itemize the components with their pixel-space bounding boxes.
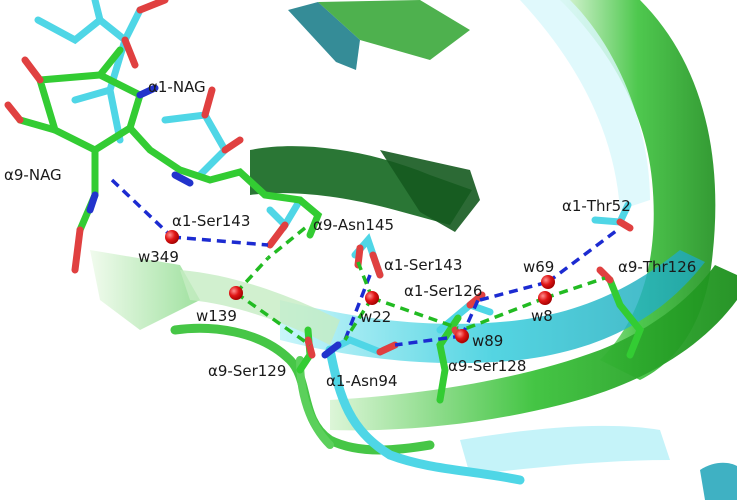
label-w69: w69 (523, 258, 554, 276)
alpha1-ser143-left-ox (266, 221, 289, 249)
water-w89 (455, 329, 469, 343)
sticks-alpha1 (34, 0, 634, 359)
alpha1-nag-ring-2 (161, 111, 230, 179)
hbond-a9-w22-asn94 (343, 297, 374, 341)
alpha9-thr126-stick (606, 276, 645, 359)
alpha9-ser129-ox (304, 336, 316, 359)
ribbon-lower-cyan (280, 250, 705, 364)
ribbon-left-faded-green (90, 250, 200, 330)
label-a9-ser129: α9-Ser129 (208, 362, 286, 380)
hbond-a1-w89-asn94 (394, 334, 463, 347)
alpha1-nag-ring-2-ox (201, 86, 244, 154)
ribbon-layer (90, 0, 737, 500)
hbond-a9-w22-ser128 (371, 296, 459, 330)
label-a1-ser143-mid: α1-Ser143 (384, 256, 462, 274)
label-w89: w89 (472, 332, 503, 350)
alpha9-nag-ox (4, 56, 84, 274)
label-a1-ser126: α1-Ser126 (404, 282, 482, 300)
label-w8: w8 (531, 307, 553, 325)
label-a9-ser128: α9-Ser128 (448, 357, 526, 375)
hbonds-alpha9 (234, 226, 606, 347)
hbond-a9-w139-ser129 (234, 291, 312, 347)
label-a1-asn94: α1-Asn94 (326, 372, 398, 390)
ribbon-bottom-right-cyan (700, 462, 737, 500)
alpha1-thr52-ox (616, 218, 634, 232)
alpha9-nag-ring (35, 71, 145, 155)
alpha1-nag-side (71, 0, 144, 104)
sticks-alpha9 (4, 46, 645, 404)
label-w349: w349 (138, 248, 179, 266)
hbond-a1-ser143-asn94 (343, 274, 372, 341)
alpha9-ser128-stick (436, 314, 462, 404)
labels: α1-NAG α9-NAG α1-Ser143 α9-Asn145 w349 w… (4, 78, 696, 390)
hbond-a1-w349-ser143 (171, 235, 269, 247)
label-a9-asn145: α9-Asn145 (313, 216, 394, 234)
ribbon-bottom-cyan (460, 425, 670, 475)
ribbon-top-green (318, 0, 470, 60)
hbond-a9-w139-ser (234, 256, 270, 295)
alpha1-nag-ring (34, 15, 130, 144)
ribbon-lower-green (330, 265, 737, 431)
label-w139: w139 (196, 307, 237, 325)
alpha9-asn145-stick (261, 191, 323, 239)
water-w349 (165, 230, 179, 244)
alpha9-nag-link (126, 124, 269, 199)
alpha1-ser126-ox (466, 291, 486, 309)
label-w22: w22 (360, 308, 391, 326)
label-a1-ser143-left: α1-Ser143 (172, 212, 250, 230)
ribbon-left-faded-green-2 (180, 270, 340, 345)
alpha9-thr126-ox (596, 266, 614, 284)
waters (165, 230, 555, 343)
hbond-a1-w69-thr52 (546, 226, 622, 284)
water-w22 (365, 291, 379, 305)
water-w139 (229, 286, 243, 300)
label-a9-thr126: α9-Thr126 (618, 258, 696, 276)
alpha9-nag-n (86, 84, 159, 214)
ribbon-top-cyan (288, 2, 360, 70)
label-a1-nag: α1-NAG (148, 78, 206, 96)
alpha1-ser143-left-stick (266, 196, 304, 231)
hbond-a1-nag-w349 (110, 178, 174, 239)
label-a1-thr52: α1-Thr52 (562, 197, 631, 215)
alpha1-asn94-ox (376, 341, 399, 356)
water-w69 (541, 275, 555, 289)
hbond-a9-asn145-ser143 (266, 226, 307, 260)
ribbon-middle-dark-arrow (380, 150, 480, 232)
ribbon-right-cyan-arc (520, 0, 650, 210)
alpha9-nag-link-n (171, 171, 194, 187)
hbond-a1-ser126-w69 (479, 280, 549, 302)
coil-cyan-lower (325, 345, 525, 485)
water-w8 (538, 291, 552, 305)
alpha1-asn94-n (321, 341, 342, 359)
hbond-a9-w8-thr126 (544, 276, 606, 300)
label-a9-nag: α9-NAG (4, 166, 62, 184)
alpha1-nag-oxygen (121, 0, 169, 69)
